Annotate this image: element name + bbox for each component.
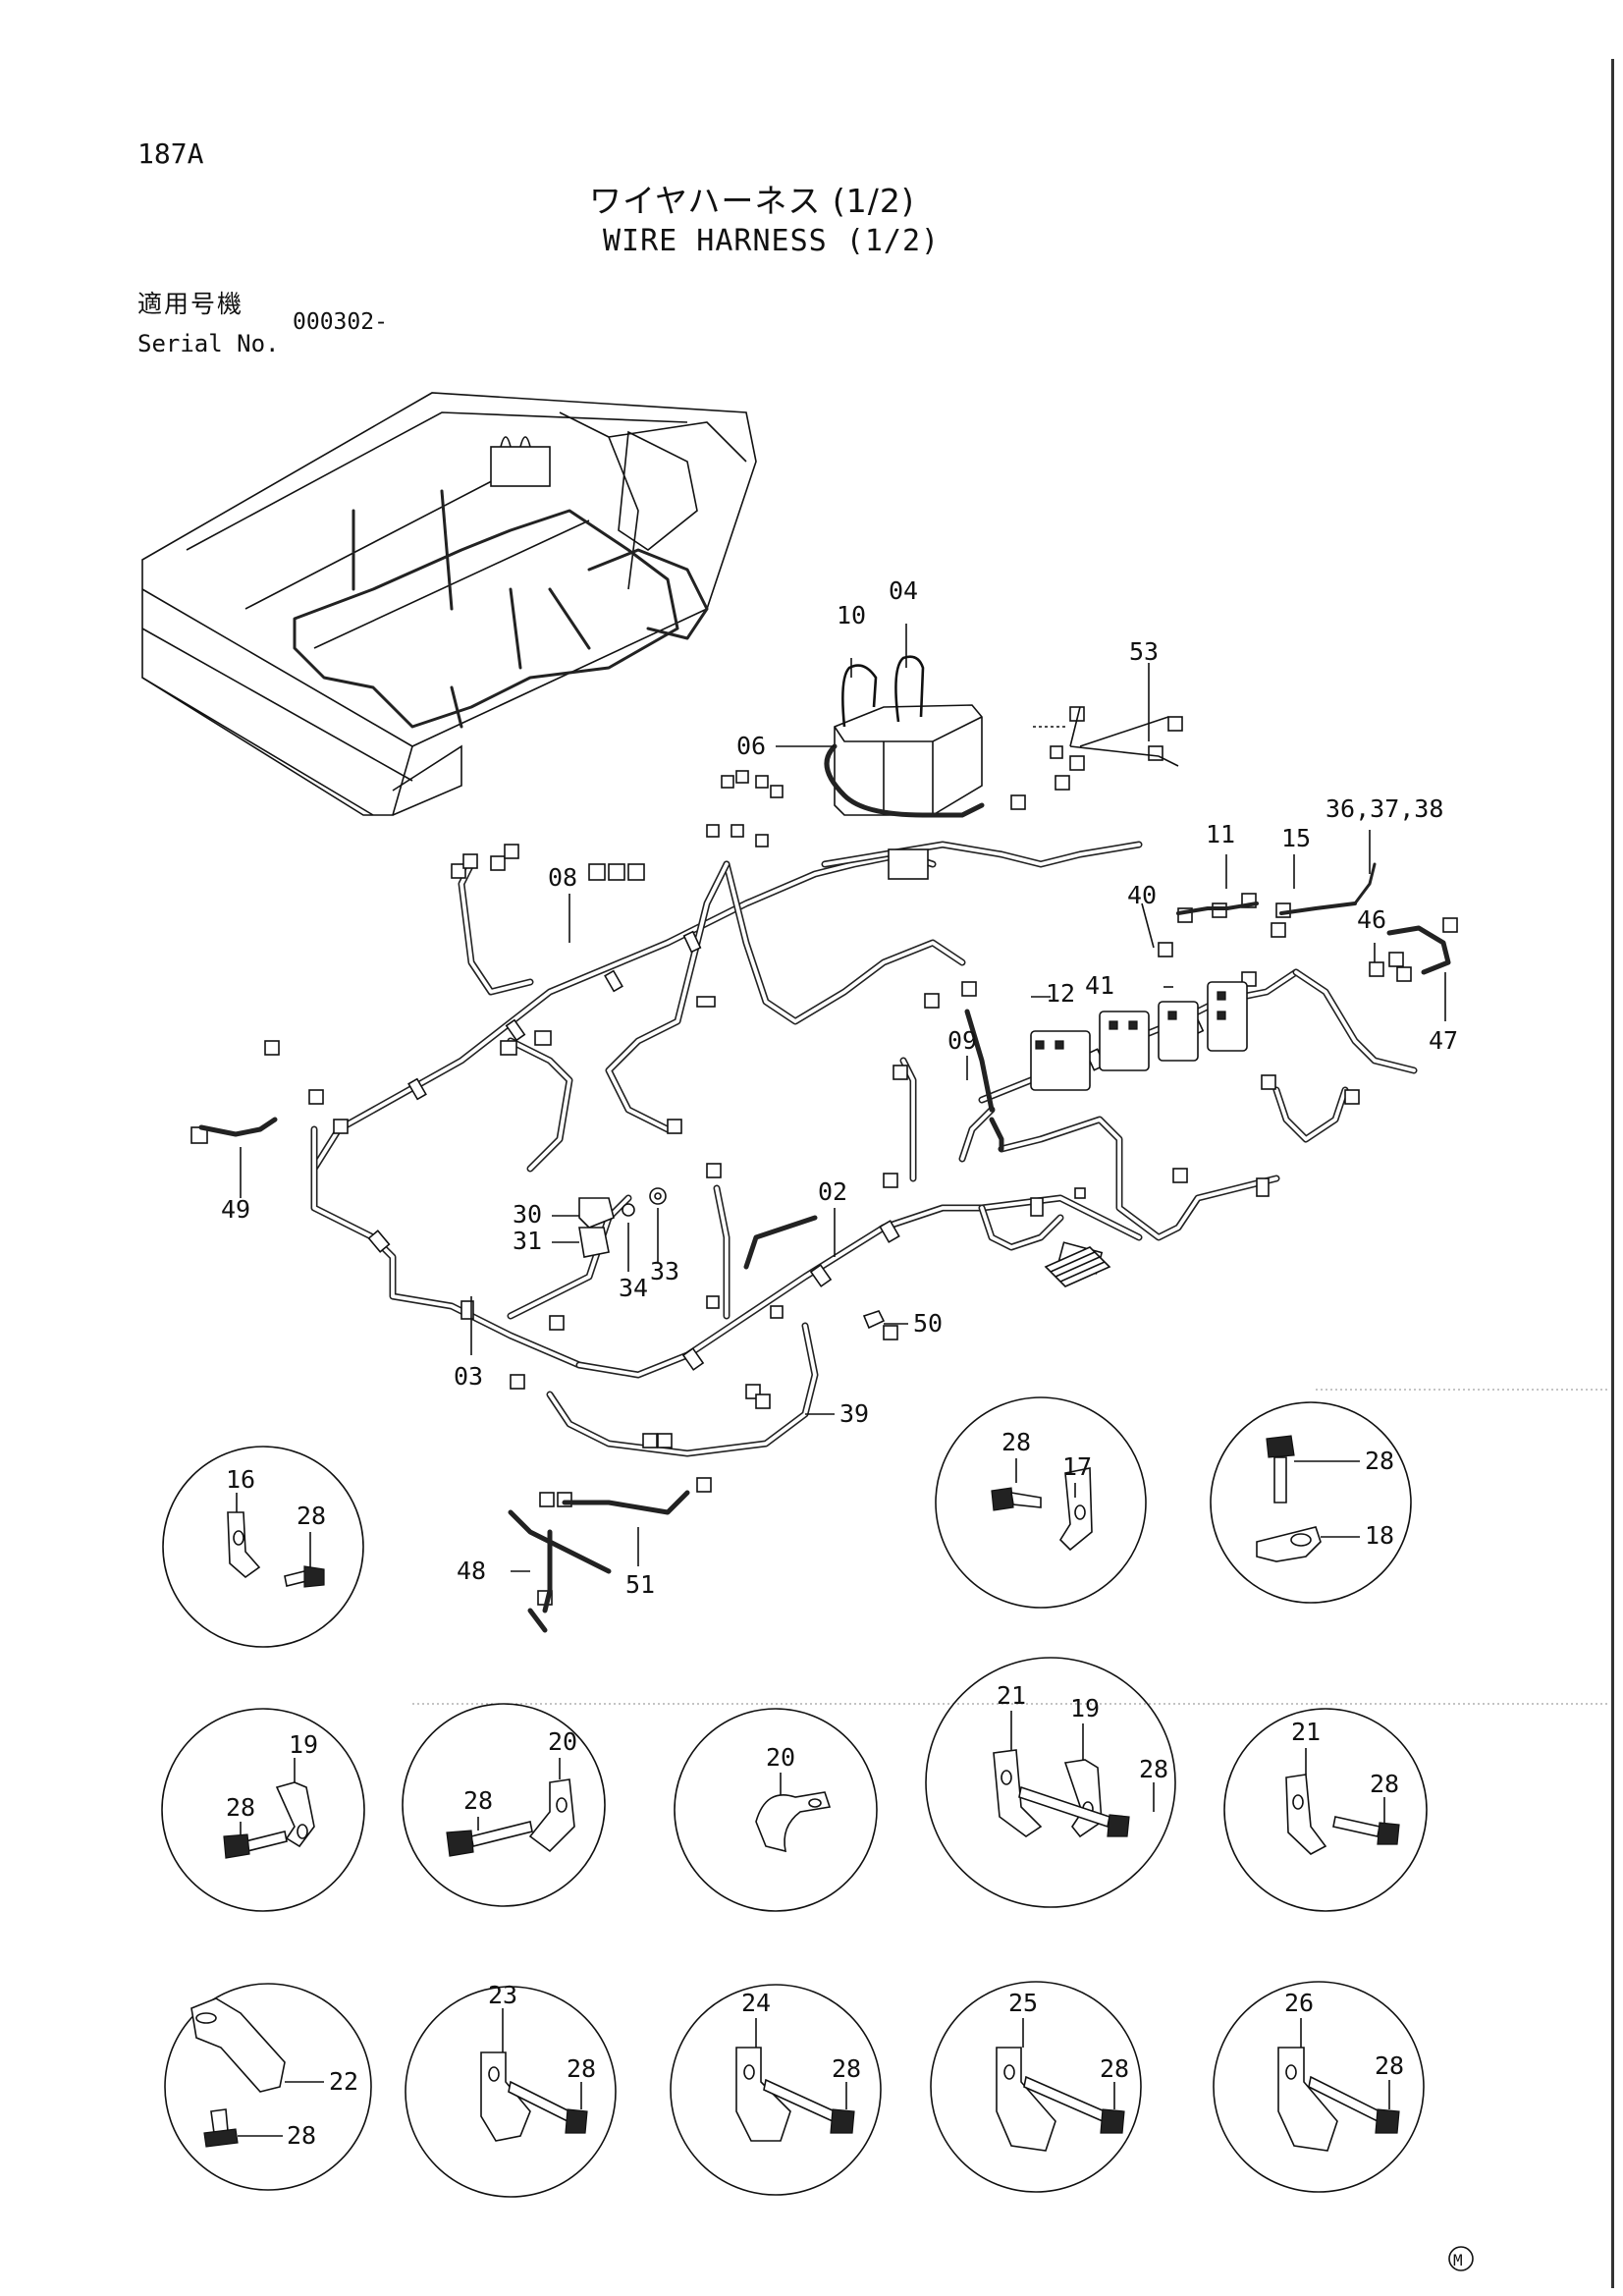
detail-part-label: 28 [1001,1428,1031,1456]
detail-part-label: 28 [1365,1447,1394,1475]
battery-sketch [490,446,551,487]
footer-mark: M [1448,2246,1474,2271]
page-number: 187A [137,137,204,170]
detail-circle: 19 28 [161,1708,365,1912]
detail-part-label: 17 [1062,1452,1092,1481]
fuse-block [1044,1246,1111,1287]
callout-label: 34 [619,1274,648,1302]
serial-label-japanese: 適用号機 [137,290,244,318]
detail-circle: 24 28 [670,1984,882,2196]
callout-label: 36,37,38 [1325,794,1443,823]
callout-label: 09 [947,1026,977,1055]
detail-part-label: 26 [1284,1989,1314,2017]
detail-circle: 22 28 [164,1983,372,2191]
detail-part-label: 28 [287,2121,316,2150]
detail-part-label: 21 [1291,1718,1321,1746]
callout-label: 04 [889,576,918,605]
callout-label: 08 [548,863,577,892]
detail-circle: 23 28 [405,1981,617,2198]
detail-part-label: 24 [741,1989,771,2017]
callout-label: 10 [837,601,866,629]
detail-part-label: 28 [1370,1770,1399,1798]
callout-label: 53 [1129,637,1159,666]
callout-label: 47 [1429,1026,1458,1055]
leader-lines [240,624,1446,1572]
callout-label: 31 [513,1227,542,1255]
detail-circle: 25 28 [930,1981,1142,2193]
detail-circle: 28 17 [935,1396,1147,1609]
detail-part-label: 28 [1100,2054,1129,2083]
detail-part-label: 28 [567,2054,596,2083]
detail-part-label: 19 [289,1730,318,1759]
callout-labels: 10 04 53 06 36,37,38 11 15 08 40 46 41 1… [221,576,1458,1599]
callout-label: 40 [1127,881,1157,909]
callout-label: 50 [913,1309,943,1338]
connectors [190,706,1458,1606]
callout-label: 15 [1281,824,1311,852]
detail-part-label: 16 [226,1465,255,1494]
serial-number-value: 000302- [293,309,388,335]
callout-label: 02 [818,1177,847,1206]
detail-part-label: 28 [226,1793,255,1822]
detail-circle: 21 19 28 [925,1657,1176,1908]
detail-part-label: 28 [297,1502,326,1530]
footer-mark-letter: M [1453,2251,1463,2269]
detail-circle: 16 28 [162,1446,364,1648]
sub-harnesses [198,706,1451,1633]
detail-part-label: 22 [329,2067,358,2096]
detail-circle: 20 [674,1708,878,1912]
callout-label: 11 [1206,820,1235,848]
detail-circle: 26 28 [1213,1981,1425,2193]
serial-label-english: Serial No. [137,330,280,357]
callout-label: 48 [457,1557,486,1585]
battery-assembly [824,655,985,818]
detail-part-label: 28 [463,1786,493,1815]
callout-label: 41 [1085,971,1114,1000]
title-japanese: ワイヤハーネス (1/2) [589,182,915,220]
main-harness [310,841,1418,1457]
detail-circle: 21 28 [1223,1708,1428,1912]
detail-part-label: 20 [548,1727,577,1756]
callout-label: 33 [650,1257,679,1285]
callout-label: 06 [736,732,766,760]
callout-label: 39 [839,1399,869,1428]
detail-part-label: 28 [1375,2051,1404,2080]
callout-label: 03 [454,1362,483,1391]
detail-circle: 28 18 [1210,1401,1412,1604]
detail-part-label: 18 [1365,1521,1394,1550]
detail-part-label: 28 [832,2054,861,2083]
callout-label: 46 [1357,905,1386,934]
title-english: WIRE HARNESS (1/2) [603,224,941,258]
detail-part-label: 20 [766,1743,795,1772]
callout-label: 12 [1046,979,1075,1008]
small-parts [578,1187,886,1330]
detail-part-label: 19 [1070,1694,1100,1722]
callout-label: 49 [221,1195,250,1224]
detail-circle: 20 28 [402,1703,606,1907]
detail-part-label: 21 [997,1681,1026,1710]
callout-label: 51 [625,1570,655,1599]
machine-overview-sketch [141,392,757,816]
page-edge-rule [1611,59,1614,2288]
detail-part-label: 25 [1008,1989,1038,2017]
callout-label: 30 [513,1200,542,1229]
detail-part-label: 23 [488,1981,517,2009]
detail-part-label: 28 [1139,1755,1168,1783]
